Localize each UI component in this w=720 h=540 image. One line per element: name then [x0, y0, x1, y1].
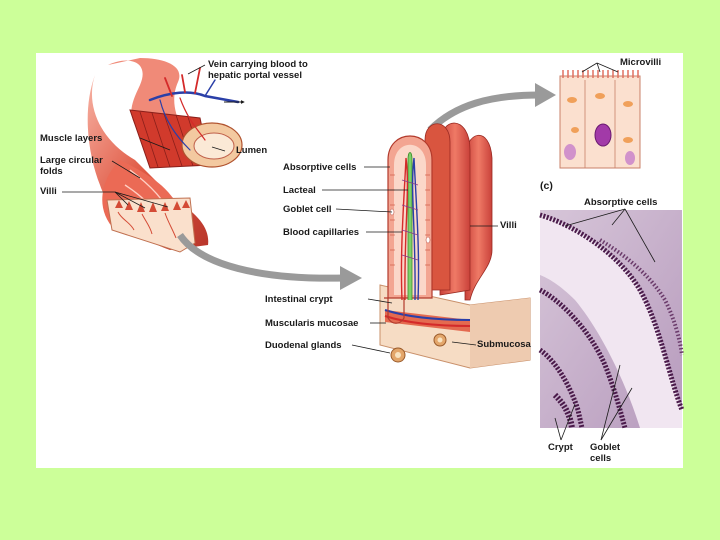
label-vein: Vein carrying blood to hepatic portal ve…: [208, 59, 308, 81]
label-panel-c: (c): [540, 180, 553, 192]
microvilli-cell: [559, 70, 641, 169]
label-duodenal-glands: Duodenal glands: [265, 340, 342, 351]
intestine-tube: [87, 58, 243, 253]
label-submucosa: Submucosa: [477, 339, 531, 350]
label-lumen: Lumen: [236, 145, 268, 156]
label-villi-left: Villi: [40, 186, 57, 197]
leader-lines: [62, 62, 656, 441]
label-crypt: Crypt: [548, 442, 573, 453]
label-villi-right: Villi: [500, 220, 517, 231]
label-microvilli: Microvilli: [620, 57, 662, 68]
label-muscle-layers: Muscle layers: [40, 133, 103, 144]
tube-vessels: [148, 67, 240, 151]
label-absorptive-cells-micro: Absorptive cells: [584, 197, 658, 208]
label-lacteal: Lacteal: [283, 185, 316, 196]
label-absorptive-cells: Absorptive cells: [283, 162, 357, 173]
label-muscularis-mucosae: Muscularis mucosae: [265, 318, 359, 329]
micrograph: [538, 210, 685, 429]
label-blood-capillaries: Blood capillaries: [283, 227, 360, 238]
connector-arrows: [177, 83, 556, 290]
label-goblet-cells: Goblet cells: [590, 442, 621, 464]
label-goblet-cell: Goblet cell: [283, 204, 332, 215]
label-intestinal-crypt: Intestinal crypt: [265, 294, 333, 305]
villi-block: [379, 122, 531, 369]
label-large-circular-folds: Large circular folds: [40, 155, 103, 177]
